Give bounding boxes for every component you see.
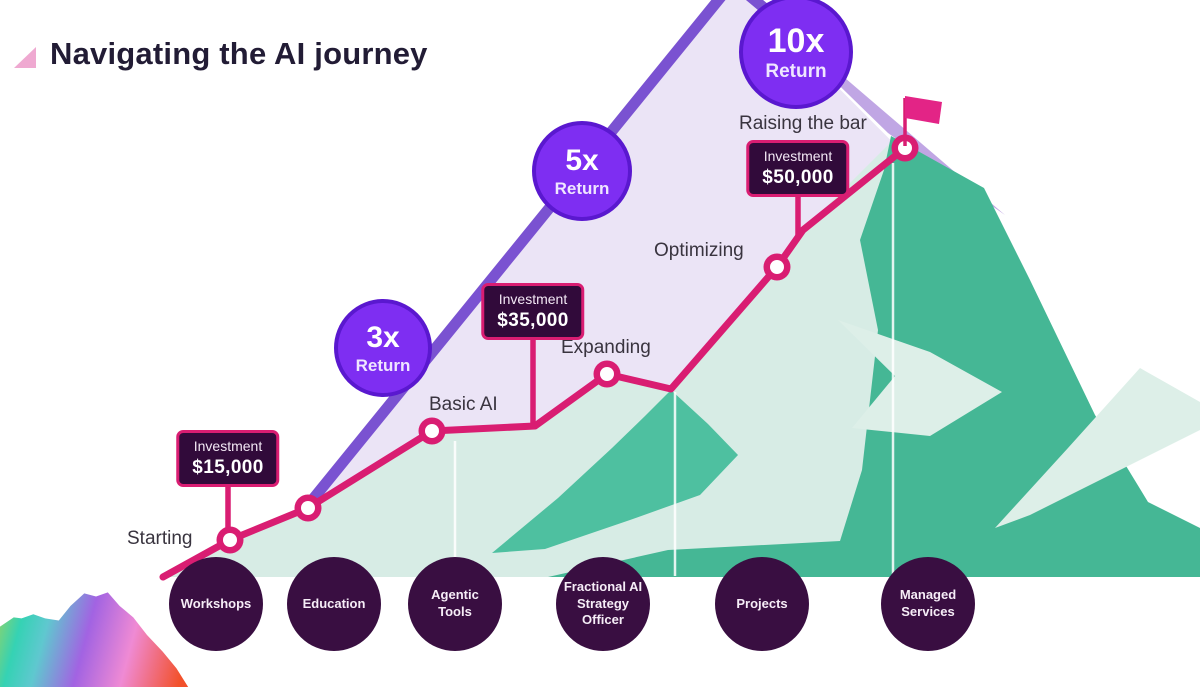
service-circle-workshops: Workshops [169,557,263,651]
summit-flag-icon [903,96,942,146]
return-multiplier: 10x [767,21,825,60]
stage-label-optimizing: Optimizing [654,240,744,261]
return-badge-5x: 5x Return [532,121,632,221]
return-label: Return [355,355,411,375]
waypoint-optimizing-center [770,260,784,274]
investment-label: Investment [763,148,833,164]
mountain-snow-streak-right [995,368,1200,528]
service-label: Workshops [180,595,252,611]
mountain-teal-massif [548,136,1200,577]
return-badge-10x: 10x Return [739,0,853,109]
return-label: Return [554,178,610,198]
service-circle-managed-services: Managed Services [881,557,975,651]
stage-label-starting: Starting [127,528,193,549]
stage-label-raising-the-bar: Raising the bar [739,113,867,134]
journey-path [159,144,909,581]
service-label: Managed Services [899,587,957,619]
page-title: Navigating the AI journey [50,36,428,71]
return-multiplier: 3x [366,320,400,354]
service-label: Agentic Tools [431,587,479,619]
investment-callout-35000: Investment $35,000 [481,283,585,341]
service-label: Projects [736,595,788,611]
service-label: Education [302,595,366,611]
waypoint-summit-center [898,141,912,155]
waypoint-starting-center [223,533,237,547]
waypoint-basic-ai-center [425,424,439,438]
title-triangle-icon [14,46,36,68]
stage-label-expanding: Expanding [561,337,651,358]
investment-callout-50000: Investment $50,000 [746,140,850,198]
investment-amount: $50,000 [762,166,834,188]
title-block: Navigating the AI journey [14,36,428,72]
waypoint-expanding-center [600,367,614,381]
investment-amount: $35,000 [497,309,569,331]
stage-label-basic-ai: Basic AI [429,394,498,415]
service-label: Fractional AI Strategy Officer [563,578,643,628]
investment-callout-15000: Investment $15,000 [176,430,280,488]
investment-label: Investment [498,291,568,307]
waypoint-2-center [301,501,315,515]
flag-banner [905,96,942,124]
service-circle-agentic-tools: Agentic Tools [408,557,502,651]
return-badge-3x: 3x Return [334,299,432,397]
mountain-snow-streak-left [838,320,1002,436]
journey-waypoints [216,134,919,554]
mountain-mint-face [160,140,948,578]
service-circle-projects: Projects [715,557,809,651]
service-circle-education: Education [287,557,381,651]
return-multiplier: 5x [565,143,599,177]
return-label: Return [765,60,827,82]
investment-amount: $15,000 [192,456,264,478]
mountain-teal-wedge [492,390,738,553]
investment-label: Investment [193,438,263,454]
service-circle-fractional-ai-strategy-officer: Fractional AI Strategy Officer [556,557,650,651]
